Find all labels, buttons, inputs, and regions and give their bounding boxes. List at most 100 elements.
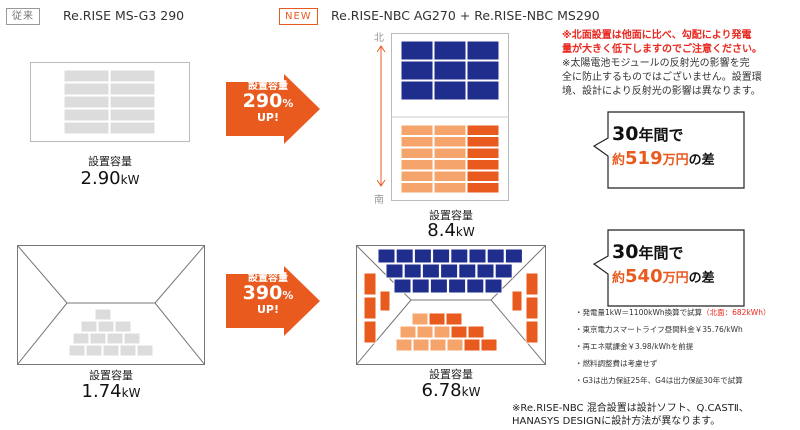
row1-bubble [592, 111, 745, 189]
solar-panel [89, 332, 107, 345]
compass-arrow [376, 45, 386, 187]
solar-panel [379, 290, 391, 312]
solar-panel [466, 40, 500, 61]
solar-panel [123, 332, 141, 345]
solar-panel [119, 344, 137, 357]
row2-arrow-label: 設置容量 [248, 273, 288, 284]
note-gray-1: ※太陽電池モジュールの反射光の影響を完 [562, 58, 750, 69]
solar-panel [466, 147, 500, 159]
solar-panel [63, 69, 110, 83]
solar-panel [109, 95, 156, 109]
new-roof-gable [391, 33, 509, 201]
solar-panel [363, 296, 377, 320]
row1-left-cap-label: 設置容量 [88, 155, 132, 168]
solar-panel [504, 248, 523, 264]
solar-panel [433, 80, 467, 101]
solar-panel [412, 338, 430, 352]
old-product-name: Re.RISE MS-G3 290 [63, 8, 185, 23]
row1-arrow-percent: 290 [242, 90, 283, 112]
solar-panel [109, 69, 156, 83]
note-gray-2: 全に防止するものではございません。設置環 [562, 72, 762, 83]
solar-panel [400, 80, 434, 101]
note-red-1: ※北面設置は他面に比べ、勾配により発電 [562, 30, 752, 41]
bottom-note: ※Re.RISE-NBC 混合設置は設計ソフト、Q.CASTⅡ、 HANASYS… [512, 403, 749, 427]
solar-panel [403, 263, 422, 279]
solar-panel [400, 136, 434, 148]
solar-panel [466, 60, 500, 81]
solar-panel [411, 278, 430, 294]
solar-panel [440, 263, 459, 279]
solar-panel [109, 121, 156, 135]
row2-savings-value: 540 [625, 266, 663, 287]
solar-panel [400, 170, 434, 182]
row2-arrow [226, 266, 320, 336]
solar-panel [411, 312, 429, 326]
solar-panel [433, 325, 451, 339]
solar-panel [466, 136, 500, 148]
note-gray-3: 境、設計により反射光の影響は異なります。 [562, 86, 761, 97]
solar-panel [432, 248, 451, 264]
solar-panel [85, 344, 103, 357]
old-tag: 従来 [6, 8, 40, 25]
south-label: 南 [374, 195, 384, 206]
solar-panel [385, 263, 404, 279]
solar-panel [466, 182, 500, 194]
row2-left-cap-label: 設置容量 [89, 369, 133, 382]
footnote-2: ・東京電力スマートライフ昼間料金￥35.76/kWh [575, 325, 743, 334]
solar-panel [433, 60, 467, 81]
solar-panel [400, 40, 434, 61]
north-label: 北 [374, 33, 384, 44]
solar-panel [433, 159, 467, 171]
solar-panel [72, 332, 90, 345]
solar-panel [466, 159, 500, 171]
solar-panel [433, 147, 467, 159]
row1-arrow-label: 設置容量 [248, 81, 288, 92]
solar-panel [466, 124, 500, 136]
solar-panel [476, 263, 495, 279]
solar-panel [377, 248, 396, 264]
footnote-1: ・発電量1kW＝1100kWh換算で試算（北面：682kWh） [575, 308, 771, 317]
solar-panel [63, 108, 110, 122]
solar-panel [136, 344, 154, 357]
solar-panel [428, 312, 446, 326]
row2-arrow-up: UP! [256, 303, 279, 316]
solar-panel [480, 338, 498, 352]
row1-bubble-text: 30年間で 約519万円の差 [612, 123, 715, 169]
footnote-4: ・燃料調整費は考慮せず [575, 359, 658, 368]
solar-panel [102, 344, 120, 357]
solar-panel [448, 278, 467, 294]
row2-bubble [592, 229, 745, 307]
old-roof-hip [17, 245, 205, 365]
footnotes: ・発電量1kW＝1100kWh換算で試算（北面：682kWh） ・東京電力スマー… [575, 304, 770, 389]
footnote-3: ・再エネ賦課金￥3.98/kWhを前提 [575, 342, 694, 351]
solar-panel [80, 320, 98, 333]
row2-arrow-percent: 390 [242, 282, 283, 304]
solar-panel [484, 278, 503, 294]
solar-panel [511, 290, 523, 312]
solar-panel [433, 124, 467, 136]
old-roof-flat [30, 62, 190, 142]
solar-panel [433, 40, 467, 61]
solar-panel [446, 338, 464, 352]
solar-panel [413, 248, 432, 264]
solar-panel [433, 170, 467, 182]
solar-panel [450, 325, 468, 339]
solar-panel [525, 320, 539, 344]
solar-panel [63, 95, 110, 109]
new-tag: NEW [279, 8, 318, 25]
footnote-5: ・G3は出力保証25年、G4は出力保証30年で試算 [575, 376, 743, 385]
solar-panel [429, 278, 448, 294]
solar-panel [94, 308, 112, 321]
solar-panel [400, 147, 434, 159]
solar-panel [458, 263, 477, 279]
solar-panel [416, 325, 434, 339]
solar-panel [494, 263, 513, 279]
solar-panel [433, 136, 467, 148]
row2-right-cap-label: 設置容量 [429, 368, 473, 381]
solar-panel [466, 80, 500, 101]
row1-arrow-up: UP! [256, 111, 279, 124]
notes-block: ※北面設置は他面に比べ、勾配により発電 量が大きく低下しますのでご注意ください。… [562, 29, 792, 99]
solar-panel [68, 344, 86, 357]
solar-panel [97, 320, 115, 333]
row2-arrow-text: 設置容量 390% UP! [228, 272, 308, 317]
